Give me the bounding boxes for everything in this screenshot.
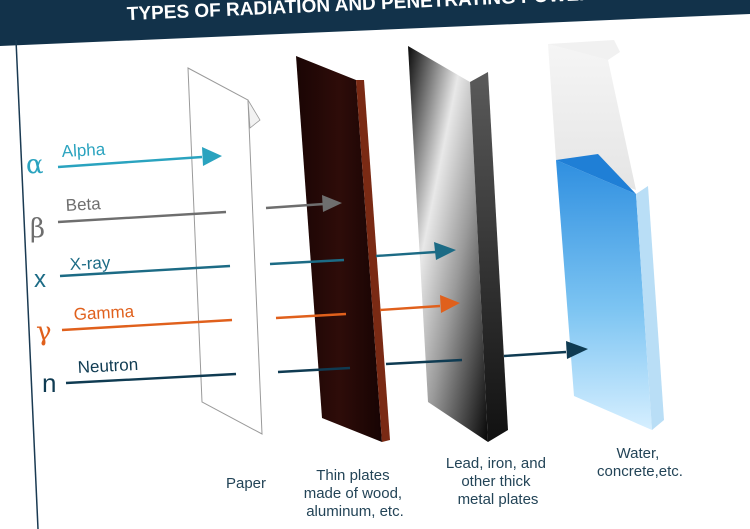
ray-beta-arrowhead [322,195,342,212]
ray-neutron-line-2 [277,366,351,374]
label-alpha: Alpha [61,140,106,161]
banner-shape [0,0,750,46]
label-gamma: Gamma [73,302,135,324]
wood-plate-front [296,56,382,442]
barrier-label-lead: Lead, iron, and other thick metal plates [446,455,550,508]
barrier-lead-plate [408,46,508,442]
ray-beta-line-1 [57,210,227,224]
barrier-paper [187,67,263,435]
ray-xray-line-3 [375,250,437,258]
tank-glass-top [548,40,620,60]
title-banner: TYPES OF RADIATION AND PENETRATING POWER [0,0,750,46]
water-front [556,160,652,430]
barrier-water-tank [548,40,664,430]
lead-plate-front [408,46,488,442]
ray-xray-arrowhead [434,242,456,260]
ray-xray-line-1 [59,264,231,278]
label-neutron: Neutron [77,355,138,377]
ray-xray: x X-ray [34,242,456,293]
ray-neutron: n Neutron [42,341,588,398]
ray-alpha-arrowhead [202,147,222,166]
tank-glass-back [548,44,636,190]
barrier-label-water: Water, concrete,etc. [597,445,683,480]
ray-gamma-line-2 [275,312,347,320]
ray-beta: β Beta [30,194,342,244]
water-side [636,186,664,430]
ray-alpha-line [57,155,203,169]
barrier-wood-plate [296,56,390,442]
ray-beta-line-2 [265,202,325,210]
symbol-xray: x [34,266,46,293]
ray-neutron-line-3 [385,358,463,366]
ray-neutron-line-4 [503,350,567,358]
label-xray: X-ray [69,253,111,274]
ray-gamma: γ Gamma [36,295,460,347]
symbol-gamma: γ [36,317,52,347]
ray-gamma-line-1 [61,318,233,332]
barrier-labels: Paper Thin plates made of wood, aluminum… [226,445,683,520]
symbol-beta: β [30,214,45,244]
frame-border-left [15,39,39,529]
ray-alpha: α Alpha [26,140,222,180]
symbol-neutron: n [42,368,56,398]
ray-gamma-arrowhead [440,295,460,313]
barrier-label-paper: Paper [226,475,266,492]
ray-gamma-line-3 [379,304,441,312]
barrier-label-wood: Thin plates made of wood, aluminum, etc. [304,467,407,520]
label-beta: Beta [65,194,101,215]
lead-plate-side [470,72,508,442]
ray-xray-line-2 [269,258,345,266]
paper-curl [247,99,261,129]
ray-neutron-line-1 [65,372,237,385]
symbol-alpha: α [26,150,44,180]
water-top [556,154,636,194]
wood-plate-edge [356,80,390,442]
radiation-rays: α Alpha β Beta x X-ray γ Gamma [26,140,588,398]
ray-neutron-arrowhead [566,341,588,359]
